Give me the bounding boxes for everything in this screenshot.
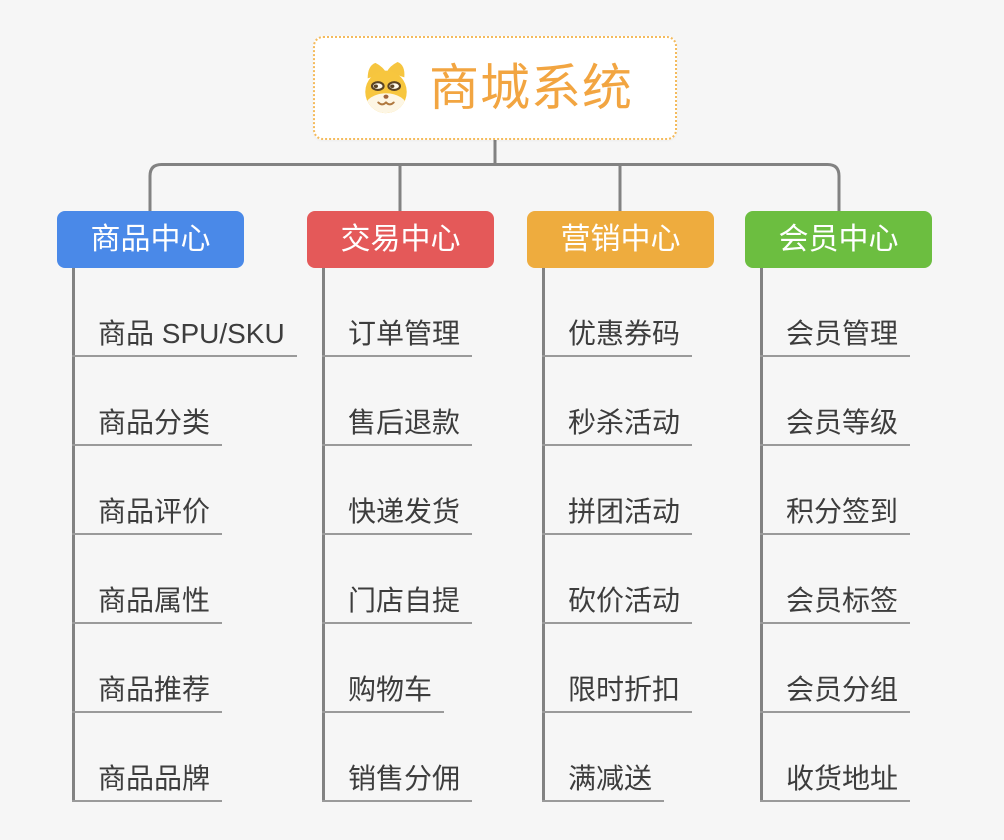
leaf-node[interactable]: 拼团活动 xyxy=(542,493,693,535)
branch-label: 交易中心 xyxy=(340,222,461,256)
leaf-node[interactable]: 售后退款 xyxy=(322,404,473,446)
branch-label: 商品中心 xyxy=(90,222,211,256)
leaf-node[interactable]: 收货地址 xyxy=(760,760,911,802)
leaf-node[interactable]: 限时折扣 xyxy=(542,671,693,713)
leaf-node[interactable]: 商品 SPU/SKU xyxy=(72,315,297,357)
leaf-node[interactable]: 优惠券码 xyxy=(542,315,693,357)
leaf-node[interactable]: 秒杀活动 xyxy=(542,404,693,446)
leaf-node[interactable]: 会员等级 xyxy=(760,404,911,446)
leaf-node[interactable]: 销售分佣 xyxy=(322,760,473,802)
leaf-node[interactable]: 门店自提 xyxy=(322,582,473,624)
dog-logo-icon xyxy=(365,61,407,114)
leaf-node[interactable]: 商品推荐 xyxy=(72,671,223,713)
root-title: 商城系统 xyxy=(429,60,633,116)
leaf-node[interactable]: 商品分类 xyxy=(72,404,223,446)
leaf-node[interactable]: 商品评价 xyxy=(72,493,223,535)
leaf-node[interactable]: 会员标签 xyxy=(760,582,911,624)
leaf-node[interactable]: 快递发货 xyxy=(322,493,473,535)
leaf-node[interactable]: 砍价活动 xyxy=(542,582,693,624)
branch-label: 营销中心 xyxy=(560,222,681,256)
branch-node-marketing-center[interactable]: 营销中心 xyxy=(527,211,714,268)
branch-node-product-center[interactable]: 商品中心 xyxy=(57,211,244,268)
branch-label: 会员中心 xyxy=(778,222,899,256)
leaf-node[interactable]: 积分签到 xyxy=(760,493,911,535)
branch-node-member-center[interactable]: 会员中心 xyxy=(745,211,932,268)
root-node[interactable]: 商城系统 xyxy=(313,36,677,140)
branch-node-trade-center[interactable]: 交易中心 xyxy=(307,211,494,268)
leaf-node[interactable]: 会员管理 xyxy=(760,315,911,357)
leaf-node[interactable]: 满减送 xyxy=(542,760,665,802)
leaf-node[interactable]: 会员分组 xyxy=(760,671,911,713)
leaf-node[interactable]: 订单管理 xyxy=(322,315,473,357)
leaf-node[interactable]: 商品品牌 xyxy=(72,760,223,802)
leaf-node[interactable]: 购物车 xyxy=(322,671,445,713)
leaf-node[interactable]: 商品属性 xyxy=(72,582,223,624)
